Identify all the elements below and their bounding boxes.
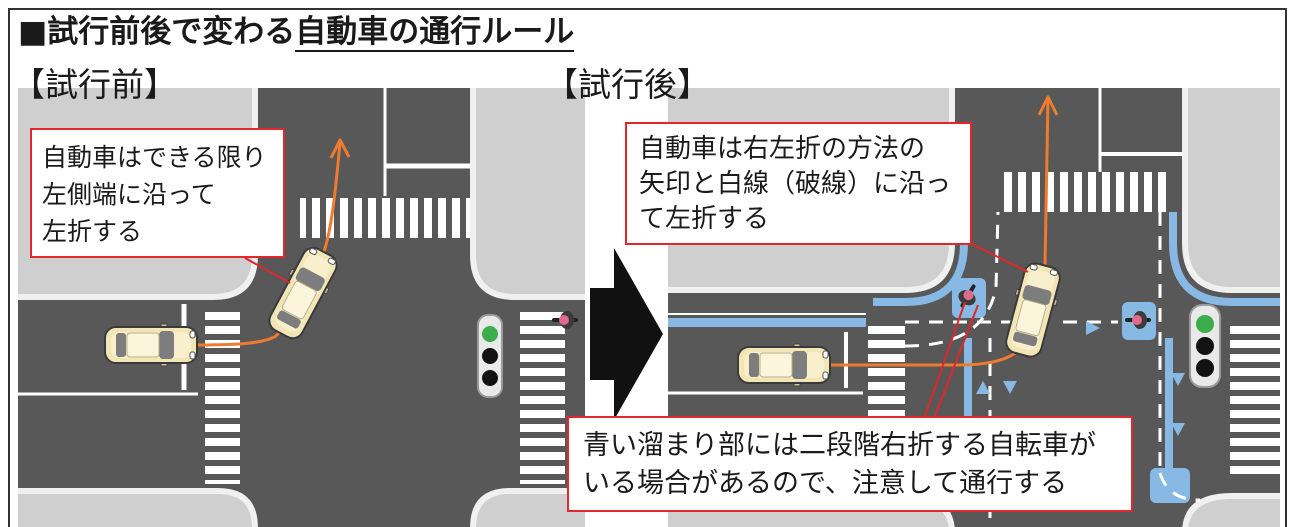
callout-line: 左側端に沿って bbox=[42, 180, 216, 209]
signal-lamp-green bbox=[1196, 315, 1214, 333]
title-underlined: 自動車の通行ルール bbox=[295, 14, 575, 52]
sidewalk-bottom-right bbox=[470, 488, 585, 527]
sidewalk-bottom-right bbox=[1182, 493, 1280, 527]
title-prefix: ■試行前後で変わる bbox=[18, 14, 296, 50]
figure-frame bbox=[8, 8, 1287, 527]
sidewalk-bottom-left bbox=[18, 488, 258, 527]
sidewalk-top-right bbox=[470, 88, 585, 300]
sidewalk-top-right bbox=[1182, 88, 1280, 293]
signal-lamp-off bbox=[1196, 359, 1214, 377]
signal-lamp-off bbox=[482, 348, 498, 364]
callout-line: 青い溜まり部には二段階右折する自転車が bbox=[583, 430, 1096, 461]
figure-title: ■試行前後で変わる自動車の通行ルール bbox=[18, 12, 575, 52]
callout-after-bicycle-area: 青い溜まり部には二段階右折する自転車が いる場合があるので、注意して通行する bbox=[567, 416, 1133, 512]
crosswalk-north bbox=[1000, 172, 1172, 212]
signal-lamp-off bbox=[1196, 337, 1214, 355]
crosswalk-west bbox=[205, 306, 240, 484]
callout-after-left-turn: 自動車は右左折の方法の 矢印と白線（破線）に沿っ て左折する bbox=[625, 122, 972, 245]
callout-line: 矢印と白線（破線）に沿っ bbox=[639, 169, 952, 199]
panel-label-before: 【試行前】 bbox=[12, 65, 177, 104]
bicycle-lane bbox=[668, 212, 1280, 488]
signal-lamp-green bbox=[482, 326, 498, 342]
callout-leader-line bbox=[934, 304, 979, 417]
transition-arrow bbox=[590, 248, 663, 420]
callout-before-left-turn: 自動車はできる限り 左側端に沿って 左折する bbox=[30, 128, 285, 258]
callout-line: て左折する bbox=[639, 204, 770, 234]
traffic-signal bbox=[1189, 304, 1221, 388]
callout-line: 左折する bbox=[42, 217, 143, 246]
panel-label-after: 【試行後】 bbox=[545, 65, 710, 104]
callout-leader-line bbox=[969, 242, 1029, 273]
callout-leader-line bbox=[244, 257, 291, 284]
callout-line: いる場合があるので、注意して通行する bbox=[583, 468, 1068, 499]
crosswalk-east bbox=[1230, 320, 1280, 480]
signal-lamp-off bbox=[482, 370, 498, 386]
traffic-signal bbox=[477, 314, 503, 398]
crosswalk-east bbox=[520, 306, 565, 484]
callout-leader-line bbox=[924, 301, 966, 417]
callout-line: 自動車は右左折の方法の bbox=[639, 134, 926, 164]
callout-line: 自動車はできる限り bbox=[42, 143, 267, 172]
